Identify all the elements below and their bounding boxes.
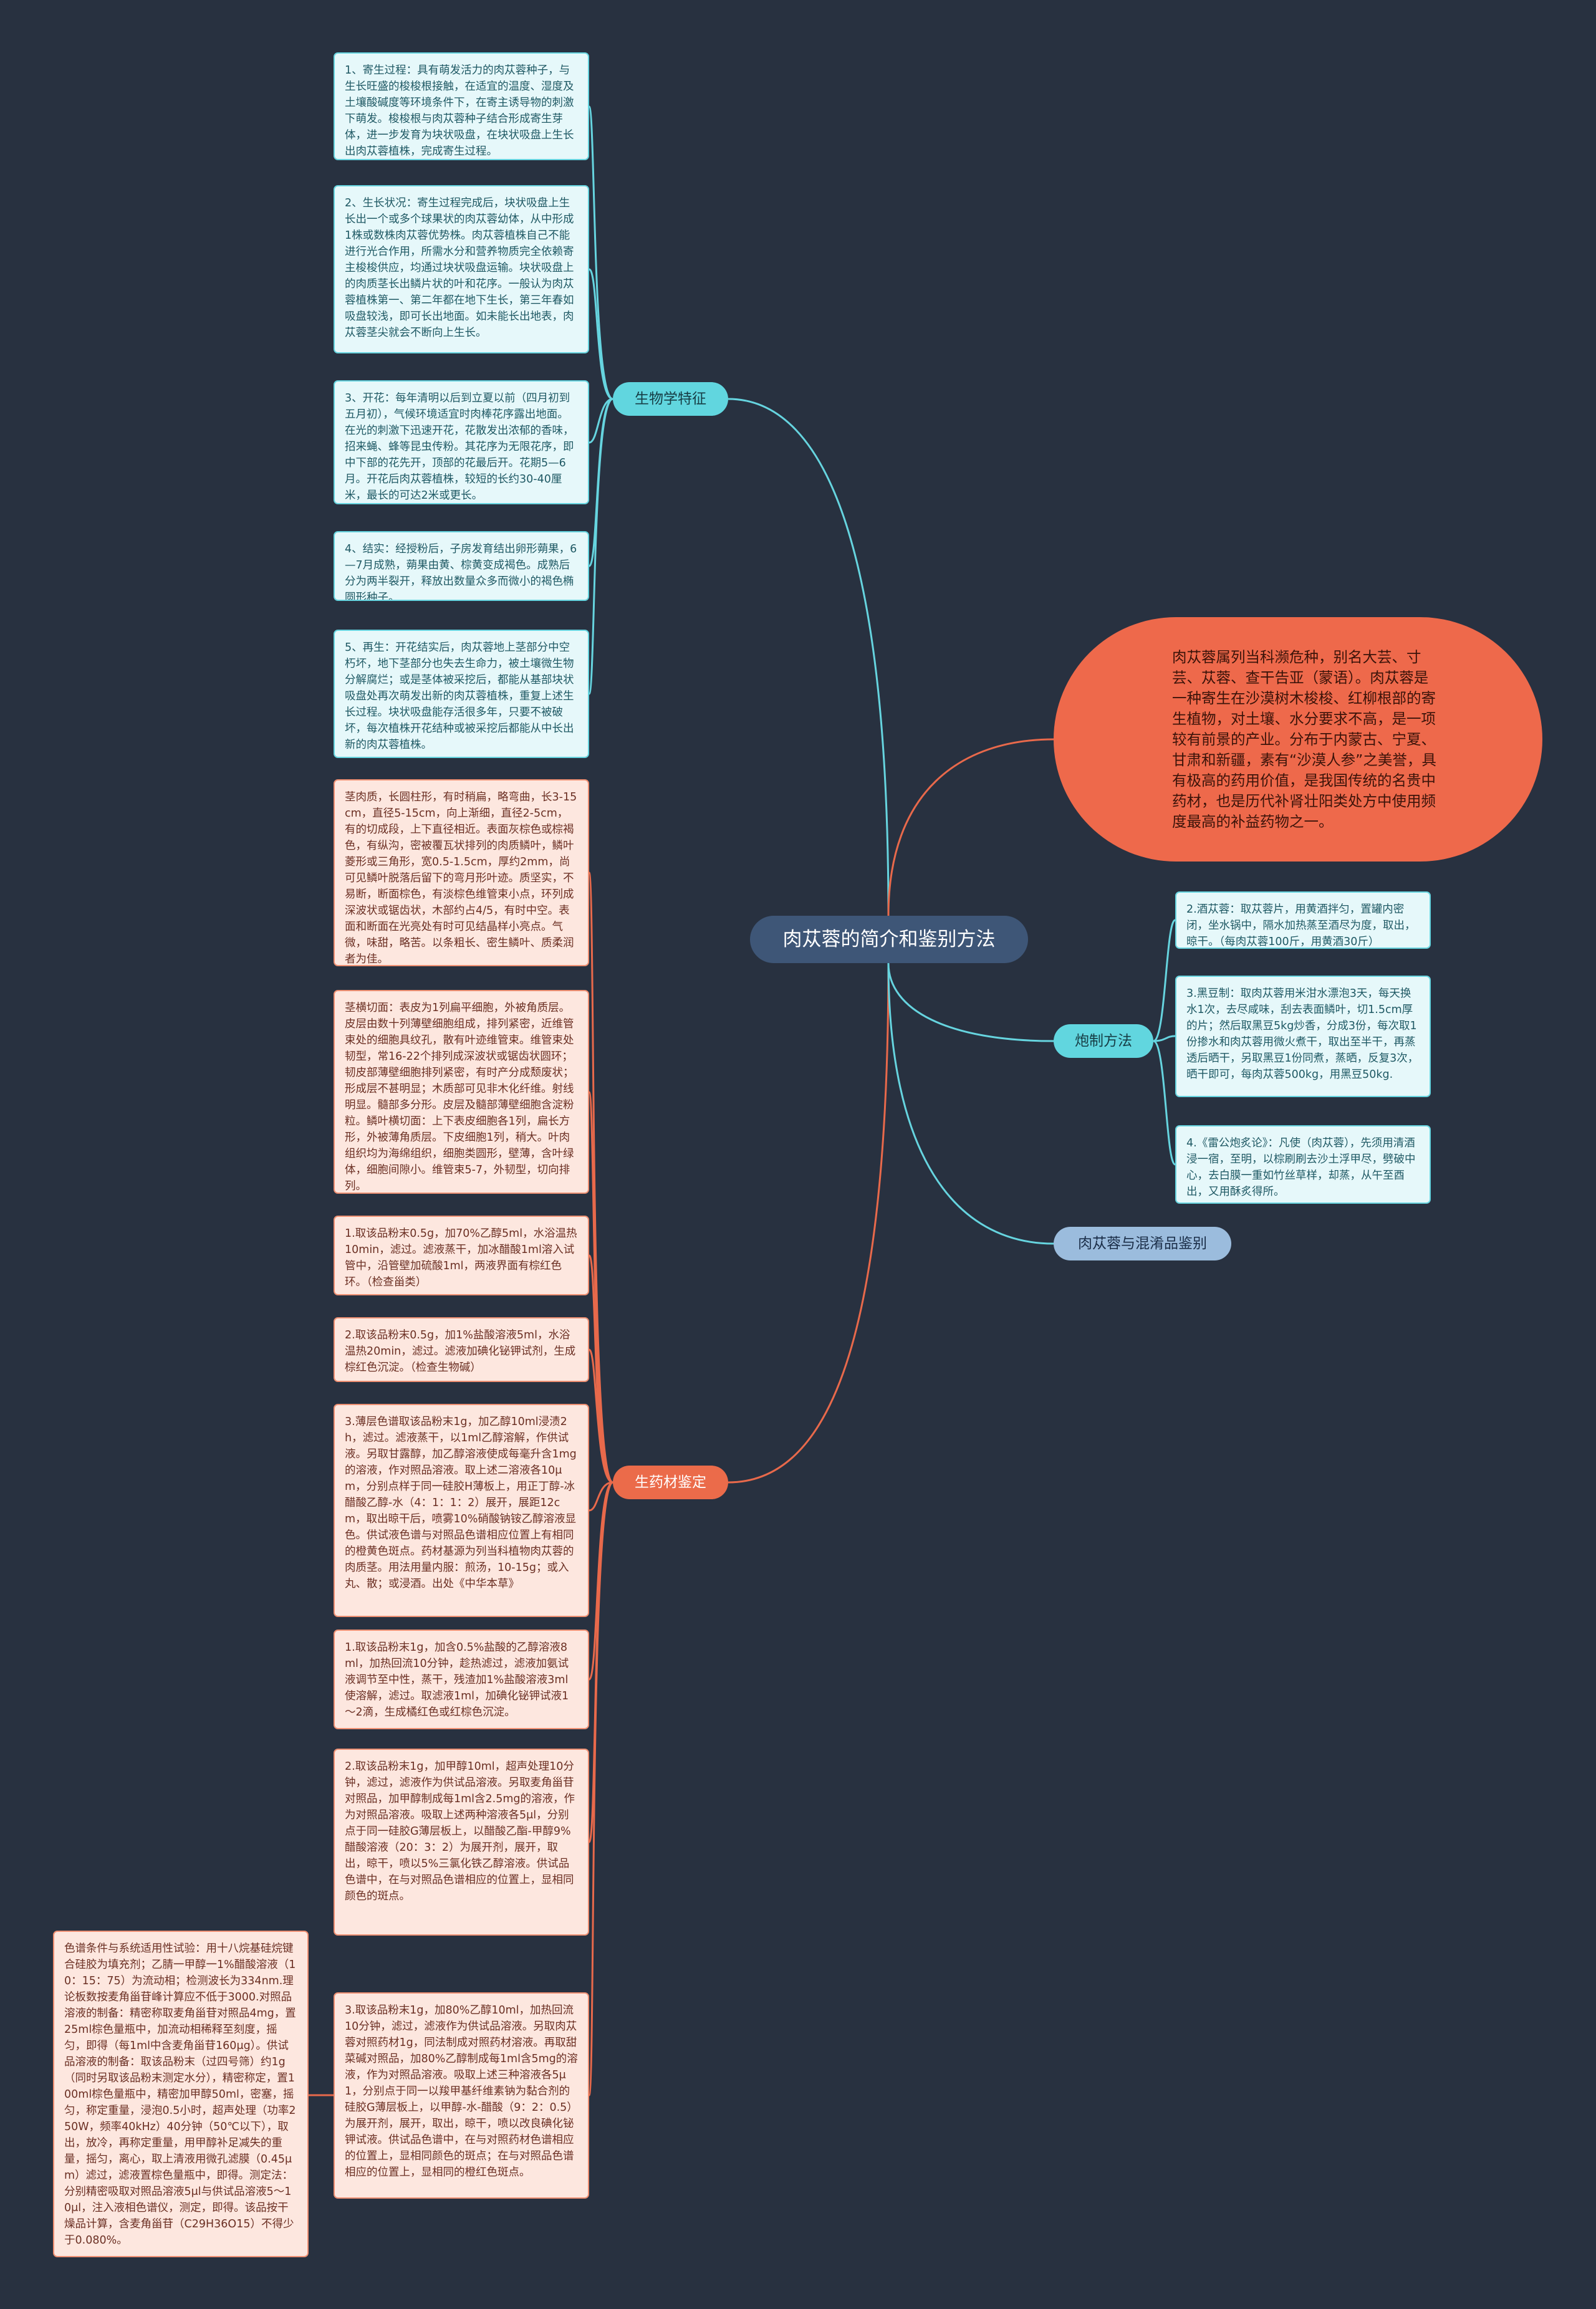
bio-item-regeneration[interactable]: 5、再生：开花结实后，肉苁蓉地上茎部分中空朽坏，地下茎部分也失去生命力，被土壤微… (334, 630, 589, 758)
link-root-process (887, 962, 1054, 1042)
process-item-wine[interactable]: 2.酒苁蓉：取苁蓉片，用黄酒拌匀，置罐内密闭，坐水锅中，隔水加热蒸至酒尽为度，取… (1175, 891, 1431, 949)
identify-item-morphology[interactable]: 茎肉质，长圆柱形，有时稍扁，略弯曲，长3-15cm，直径5-15cm，向上渐细，… (334, 779, 589, 966)
link-process-item3 (1153, 1035, 1176, 1042)
link-identify-item8 (588, 1481, 614, 2096)
link-root-confusion (887, 962, 1054, 1245)
identify-item-hcl-ethanol[interactable]: 1.取该品粉末1g，加含0.5%盐酸的乙醇溶液8ml，加热回流10分钟，趁热滤过… (334, 1630, 589, 1729)
link-bio-item1 (588, 105, 613, 400)
link-root-intro (887, 738, 1054, 916)
identify-item-hplc[interactable]: 色谱条件与系统适用性试验：用十八烷基硅烷键合硅胶为填充剂；乙腈一甲醇一1%醋酸溶… (53, 1931, 309, 2257)
link-root-bio (728, 398, 890, 916)
intro-bubble[interactable]: 肉苁蓉属列当科濒危种，别名大芸、寸芸、苁蓉、查干告亚（蒙语）。肉苁蓉是一种寄生在… (1054, 617, 1542, 862)
identify-item-sterol-test[interactable]: 1.取该品粉末0.5g，加70%乙醇5ml，水浴温热10min，滤过。滤液蒸干，… (334, 1216, 589, 1295)
central-topic[interactable]: 肉苁蓉的简介和鉴别方法 (750, 916, 1028, 963)
link-process-item2 (1153, 919, 1176, 1042)
branch-identification[interactable]: 生药材鉴定 (613, 1466, 728, 1499)
identify-item-alkaloid-test[interactable]: 2.取该品粉末0.5g，加1%盐酸溶液5ml，水浴温热20min，滤过。滤液加碘… (334, 1317, 589, 1382)
intro-text: 肉苁蓉属列当科濒危种，别名大芸、寸芸、苁蓉、查干告亚（蒙语）。肉苁蓉是一种寄生在… (1172, 648, 1436, 830)
link-identify-item5 (589, 1481, 613, 1512)
link-bio-item4 (588, 398, 613, 567)
link-bio-item5 (588, 398, 613, 695)
link-identify-item1 (588, 871, 614, 1484)
link-bio-item3 (589, 398, 613, 444)
branch-processing[interactable]: 炮制方法 (1054, 1024, 1153, 1058)
bio-item-flowering[interactable]: 3、开花：每年清明以后到立夏以前（四月初到五月初），气候环境适宜时肉棒花序露出地… (334, 380, 589, 504)
identify-item-tlc-mannitol[interactable]: 3.薄层色谱取该品粉末1g，加乙醇10ml浸渍2h，滤过。滤液蒸干，以1ml乙醇… (334, 1404, 589, 1617)
link-root-identify (728, 962, 890, 1484)
bio-item-growth[interactable]: 2、生长状况：寄生过程完成后，块状吸盘上生长出一个或多个球果状的肉苁蓉幼体，从中… (334, 185, 589, 353)
bio-item-parasitism[interactable]: 1、寄生过程：具有萌发活力的肉苁蓉种子，与生长旺盛的梭梭根接触，在适宜的温度、湿… (334, 52, 589, 160)
identify-item-microscopy[interactable]: 茎横切面：表皮为1列扁平细胞，外被角质层。皮层由数十列薄壁细胞组成，排列紧密，近… (334, 990, 589, 1194)
identify-item-tlc-acteoside[interactable]: 2.取该品粉末1g，加甲醇10ml，超声处理10分钟，滤过，滤液作为供试品溶液。… (334, 1749, 589, 1936)
bio-item-fruiting[interactable]: 4、结实：经授粉后，子房发育结出卵形蒴果，6—7月成熟，蒴果由黄、棕黄变成褐色。… (334, 531, 589, 601)
identify-item-tlc-betaine[interactable]: 3.取该品粉末1g，加80%乙醇10ml，加热回流10分钟，滤过，滤液作为供试品… (334, 1992, 589, 2199)
branch-bio-features[interactable]: 生物学特征 (613, 382, 728, 416)
link-identify-item6 (588, 1481, 613, 1681)
link-identify-item4 (588, 1348, 613, 1484)
link-identify-item2 (588, 1091, 613, 1484)
process-item-blackbean[interactable]: 3.黑豆制：取肉苁蓉用米泔水漂泡3天，每天换水1次，去尽咸味，刮去表面鳞叶，切1… (1175, 976, 1431, 1097)
process-item-leigong[interactable]: 4.《雷公炮炙论》：凡使（肉苁蓉），先须用清酒浸一宿，至明，以棕刷刷去沙土浮甲尽… (1175, 1125, 1431, 1204)
branch-confusion[interactable]: 肉苁蓉与混淆品鉴别 (1054, 1227, 1231, 1260)
link-process-item4 (1153, 1040, 1176, 1166)
link-bio-item2 (588, 268, 613, 400)
